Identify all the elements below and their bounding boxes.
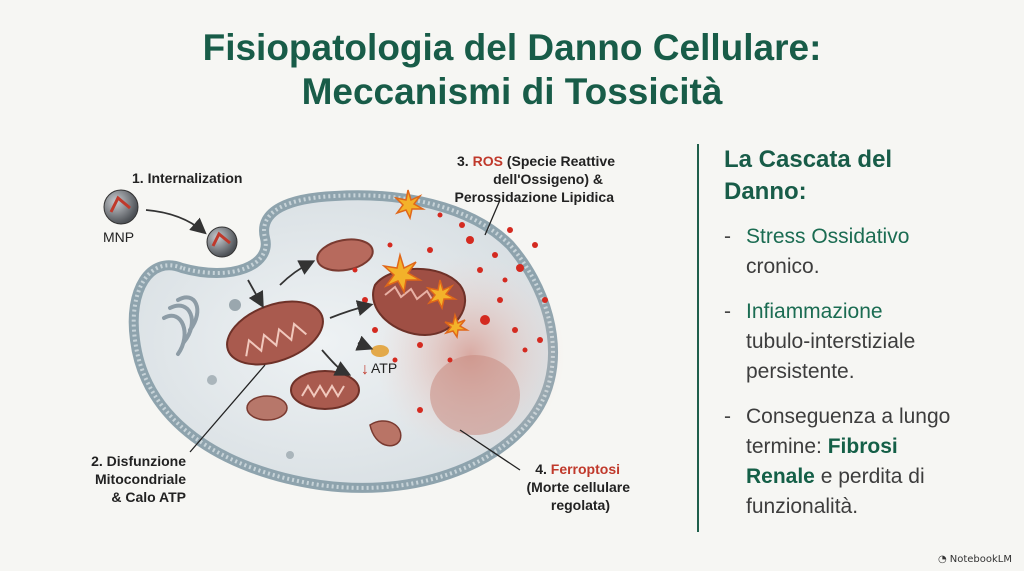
step-3-line-2: dell'Ossigeno) &	[493, 171, 603, 187]
mitochondrion-small	[246, 395, 288, 421]
step-3-highlight: ROS	[473, 153, 503, 169]
vesicle	[286, 451, 294, 459]
step-4-highlight: Ferroptosi	[551, 461, 620, 477]
mitochondrion-top	[316, 238, 374, 272]
mnp-particle-inside	[206, 226, 238, 258]
cascade-list: - Stress Ossidativo cronico. - Infiammaz…	[724, 222, 1014, 522]
label-step-3: 3. ROS (Specie Reattive dell'Ossigeno) &…	[455, 153, 616, 205]
step-2-line-2: Mitocondriale	[95, 471, 186, 487]
step-4-line-2: (Morte cellulare	[527, 479, 631, 495]
step-4-prefix: 4.	[535, 461, 551, 477]
mitochondrion-main	[226, 300, 324, 366]
page-title: Fisiopatologia del Danno Cellulare: Mecc…	[0, 26, 1024, 114]
notebooklm-icon: ◔	[938, 554, 947, 565]
list-item: - Infiammazione tubulo-interstiziale per…	[724, 297, 1014, 387]
list-item: - Stress Ossidativo cronico.	[724, 222, 1014, 282]
mitochondrion-bottom	[290, 370, 360, 410]
title-line-2: Meccanismi di Tossicità	[301, 71, 723, 112]
step-4-line-1: 4. Ferroptosi	[535, 461, 620, 477]
item-3-line-1: Conseguenza a lungo	[746, 405, 951, 428]
item-2-line-1: Infiammazione	[746, 300, 883, 323]
vesicle	[229, 299, 241, 311]
item-3-line-4: funzionalità.	[746, 495, 859, 518]
label-mnp: MNP	[103, 229, 134, 245]
title-line-1: Fisiopatologia del Danno Cellulare:	[202, 27, 822, 68]
ferroptosis-zone	[430, 355, 520, 435]
label-step-2: 2. Disfunzione Mitocondriale & Calo ATP	[91, 453, 186, 505]
label-step-4: 4. Ferroptosi (Morte cellulare regolata)	[527, 461, 631, 513]
bullet-dash: -	[724, 225, 731, 248]
atp-molecule	[371, 345, 389, 357]
item-3-bold-2: Renale	[746, 465, 815, 488]
step-3-rest: (Specie Reattive	[503, 153, 615, 169]
label-atp: ATP	[371, 360, 397, 376]
step-4-line-3: regolata)	[551, 497, 610, 513]
panel-divider	[697, 144, 699, 532]
damage-cascade-panel: La Cascata del Danno: - Stress Ossidativ…	[724, 144, 1014, 537]
panel-heading: La Cascata del Danno:	[724, 144, 1014, 208]
cell-diagram: 1. Internalization MNP ↓ ATP 2. Disfunzi…	[91, 153, 631, 513]
item-3-line-2-pre: termine:	[746, 435, 828, 458]
mnp-particle-outside	[103, 189, 139, 225]
step-2-line-3: & Calo ATP	[111, 489, 186, 505]
bullet-dash: -	[724, 405, 731, 428]
item-2-line-2: tubulo-interstiziale	[746, 330, 916, 353]
label-atp-arrow: ↓	[361, 361, 369, 378]
step-3-line-1: 3. ROS (Specie Reattive	[457, 153, 615, 169]
item-2-line-3: persistente.	[746, 360, 855, 383]
leader-lines	[189, 199, 521, 471]
step-2-line-1: 2. Disfunzione	[91, 453, 186, 469]
endoplasmic-reticulum	[369, 420, 402, 447]
item-3-bold-1: Fibrosi	[827, 435, 898, 458]
brand-name: NotebookLM	[949, 554, 1012, 565]
list-item: - Conseguenza a lungo termine: Fibrosi R…	[724, 402, 1014, 522]
step-3-line-3: Perossidazione Lipidica	[455, 189, 615, 205]
label-internalization: 1. Internalization	[132, 170, 242, 186]
panel-heading-line-2: Danno:	[724, 178, 807, 205]
item-1-line-1: Stress Ossidativo	[746, 225, 910, 248]
pathway-arrows	[145, 209, 374, 376]
ros-burst	[381, 189, 470, 340]
item-1-line-2: cronico.	[746, 255, 820, 278]
item-3-line-3-post: e perdita di	[814, 465, 925, 488]
vesicle	[207, 375, 217, 385]
brand-watermark: ◔NotebookLM	[938, 554, 1012, 565]
golgi-apparatus	[162, 295, 200, 356]
step-3-prefix: 3.	[457, 153, 473, 169]
bullet-dash: -	[724, 300, 731, 323]
panel-heading-line-1: La Cascata del	[724, 146, 893, 173]
